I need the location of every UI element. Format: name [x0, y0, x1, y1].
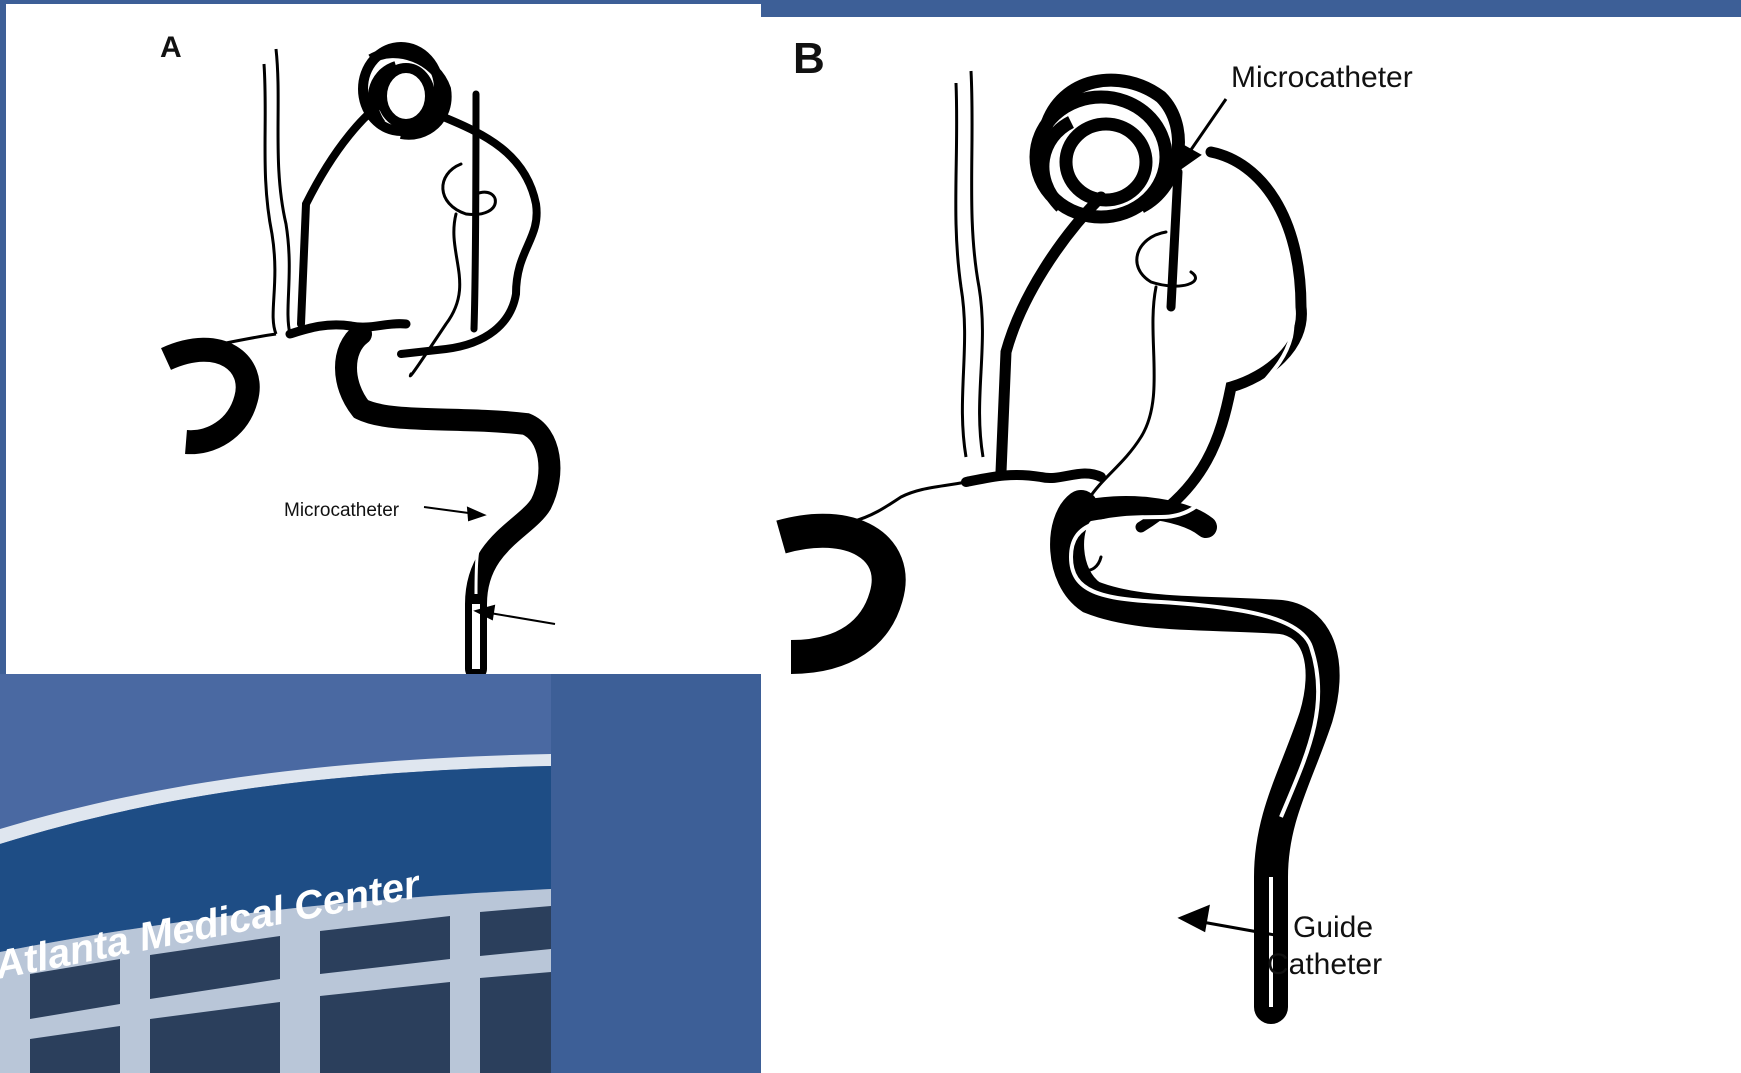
- thin-artery: [851, 71, 983, 522]
- panel-a-microcatheter-label: Microcatheter: [284, 500, 400, 521]
- panel-b: B Microcatheter: [761, 17, 1741, 1073]
- panel-a-diagram: A Microcatheter: [6, 4, 761, 674]
- panel-a-microcatheter-arrow: [424, 507, 484, 520]
- panel-a-letter: A: [160, 31, 182, 64]
- thin-artery: [221, 49, 290, 344]
- coil-mass: [363, 47, 447, 135]
- panel-a: A Microcatheter: [6, 4, 761, 674]
- left-carotid-siphon: [166, 350, 248, 442]
- panel-b-letter: B: [793, 34, 825, 83]
- building-illustration: Atlanta Medical Center: [0, 674, 551, 1073]
- panel-b-guide-label-line2: Catheter: [1267, 948, 1382, 981]
- left-carotid-siphon: [781, 531, 889, 657]
- building-photo: Atlanta Medical Center: [0, 674, 551, 1073]
- panel-b-diagram: B Microcatheter: [761, 17, 1741, 1073]
- panel-b-guide-label-line1: Guide: [1293, 911, 1373, 944]
- panel-b-microcatheter-label: Microcatheter: [1231, 61, 1413, 94]
- panel-a-guide-arrow: [476, 606, 555, 624]
- vessel-tree: [290, 94, 549, 669]
- coil-mass: [1036, 80, 1178, 217]
